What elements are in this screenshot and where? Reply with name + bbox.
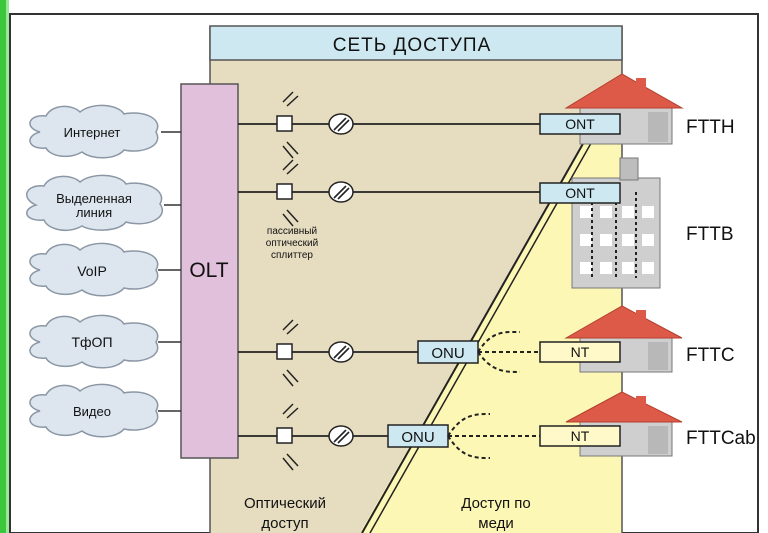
service-label-internet: Интернет [64,125,121,140]
outer-frame [9,13,759,533]
service-cloud-internet [29,104,159,159]
service-label-leased-line-1: Выделенная [56,191,132,206]
service-cloud-voip [29,242,159,297]
service-label-pstn: ТфОП [71,334,112,350]
access-network-title: СЕТЬ ДОСТУПА [333,35,492,56]
splitter-2 [276,183,293,200]
optical-access-zone [210,60,622,533]
label-fttb: FTTB [686,224,734,245]
nt-box-1 [539,341,621,363]
service-label-video: Видео [73,404,111,419]
ont-label-2: ONT [565,185,595,201]
copper-access-label-2: меди [478,515,513,532]
splitter-caption-2: оптический [266,238,318,249]
service-label-voip: VoIP [77,263,107,279]
olt-label: OLT [189,259,228,282]
service-cloud-leased-line [26,174,163,232]
splitter-caption-3: сплиттер [271,250,313,261]
splitter-3 [276,343,293,360]
splitter-1 [276,115,293,132]
copper-access-label-1: Доступ по [461,495,530,512]
ont-label-1: ONT [565,116,595,132]
splitter-caption-1: пассивный [267,226,317,237]
service-cloud-video [29,383,159,438]
olt-box [180,83,239,459]
onu-label-1: ONU [431,345,464,362]
label-fttc: FTTC [686,345,735,366]
optical-access-label-1: Оптический [244,495,326,512]
optical-access-label-2: доступ [261,515,308,532]
fttb-building [571,157,661,289]
nt-label-1: NT [571,344,590,360]
service-label-leased-line-2: линия [76,205,112,220]
onu-label-2: ONU [401,429,434,446]
green-edge [0,0,6,533]
nt-label-2: NT [571,428,590,444]
splitter-4 [276,427,293,444]
label-fttcab: FTTCab [686,428,756,449]
service-cloud-pstn [29,314,159,369]
ont-box-1 [539,113,621,135]
ont-box-2 [539,182,621,204]
nt-box-2 [539,425,621,447]
access-network-header [209,25,623,61]
label-ftth: FTTH [686,117,735,138]
